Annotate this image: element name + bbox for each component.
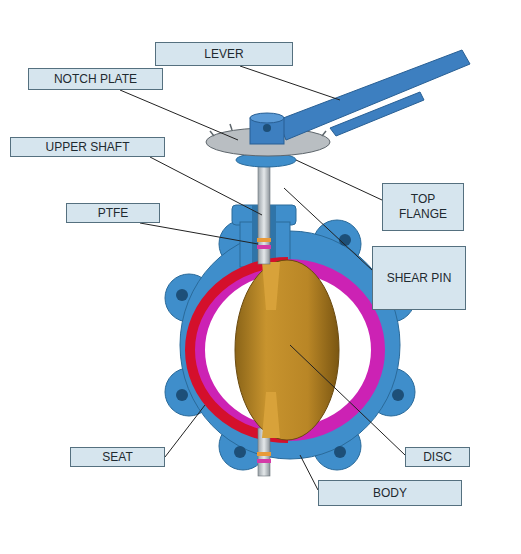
callout-box: LEVER — [155, 42, 293, 66]
callout-box: UPPER SHAFT — [10, 137, 165, 157]
part-label: NOTCH PLATE — [54, 72, 137, 87]
leader-line — [240, 66, 340, 100]
part-label: DISC — [423, 450, 452, 465]
lever-head-top — [250, 113, 284, 123]
callout-box: SEAT — [70, 447, 165, 467]
lever-trigger — [330, 92, 424, 136]
callout-box: NOTCH PLATE — [28, 68, 163, 90]
ptfe-band — [257, 452, 271, 456]
ptfe-band — [257, 238, 271, 242]
part-label: PTFE — [98, 206, 129, 221]
leader-line — [140, 223, 258, 244]
lever-arm — [278, 50, 470, 140]
leader-line — [284, 188, 372, 270]
bolt-hole — [392, 389, 404, 401]
bolt-hole — [234, 446, 246, 458]
callout-box: BODY — [318, 480, 462, 506]
callout-box: TOP FLANGE — [382, 183, 464, 231]
disc-hub — [262, 262, 280, 310]
leader-line — [296, 160, 382, 200]
valve-disc — [235, 260, 339, 440]
leader-lines — [120, 66, 405, 490]
part-label: UPPER SHAFT — [45, 140, 129, 155]
bolt-hole — [334, 446, 346, 458]
part-label: BODY — [373, 486, 407, 501]
leader-line — [290, 345, 405, 455]
callout-box: PTFE — [66, 203, 160, 223]
bolt-hole — [176, 289, 188, 301]
disc-hub — [262, 392, 280, 438]
notch — [230, 124, 232, 130]
notch — [210, 131, 214, 136]
part-label: SEAT — [102, 450, 132, 465]
leader-line — [165, 405, 205, 457]
leader-line — [120, 90, 238, 140]
bolt-hole — [176, 389, 188, 401]
part-label: LEVER — [204, 47, 243, 62]
callout-box: DISC — [405, 447, 470, 467]
part-label: SHEAR PIN — [387, 271, 452, 286]
leader-line — [150, 157, 262, 215]
callout-box: SHEAR PIN — [372, 246, 466, 310]
leader-line — [300, 455, 318, 490]
notch — [322, 131, 326, 136]
lever-pin — [263, 124, 271, 132]
ptfe-band — [257, 245, 271, 249]
ptfe-band — [257, 459, 271, 463]
part-label: TOP FLANGE — [386, 192, 460, 222]
